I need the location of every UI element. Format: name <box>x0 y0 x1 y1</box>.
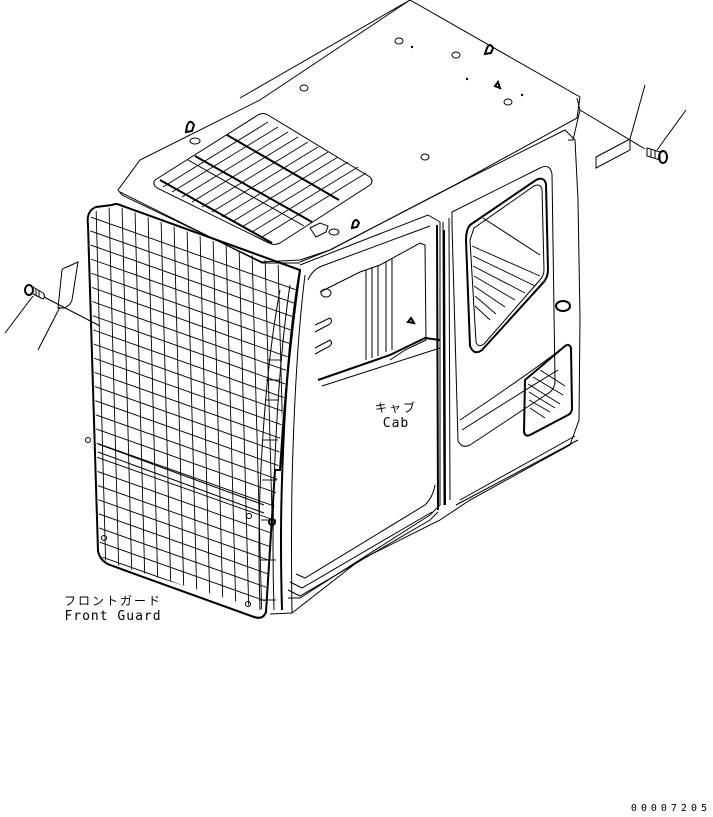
cab-label-jp: キャブ <box>374 401 417 415</box>
cab-roof <box>117 0 581 264</box>
roof-hatch <box>153 113 373 245</box>
front-guard-label-jp: フロントガード <box>63 594 162 608</box>
cab-front-opening <box>287 214 446 599</box>
cab-label-en: Cab <box>382 416 410 431</box>
cab-side-door <box>269 129 581 615</box>
right-bolt-callout <box>579 84 687 169</box>
drawing-number: 00007205 <box>630 803 711 814</box>
left-bolt-callout <box>4 261 101 351</box>
front-guard-label-en: Front Guard <box>64 609 162 624</box>
front-guard <box>85 203 302 619</box>
front-guard-label: フロントガード Front Guard <box>58 594 168 624</box>
cab-label: キャブ Cab <box>368 401 424 431</box>
